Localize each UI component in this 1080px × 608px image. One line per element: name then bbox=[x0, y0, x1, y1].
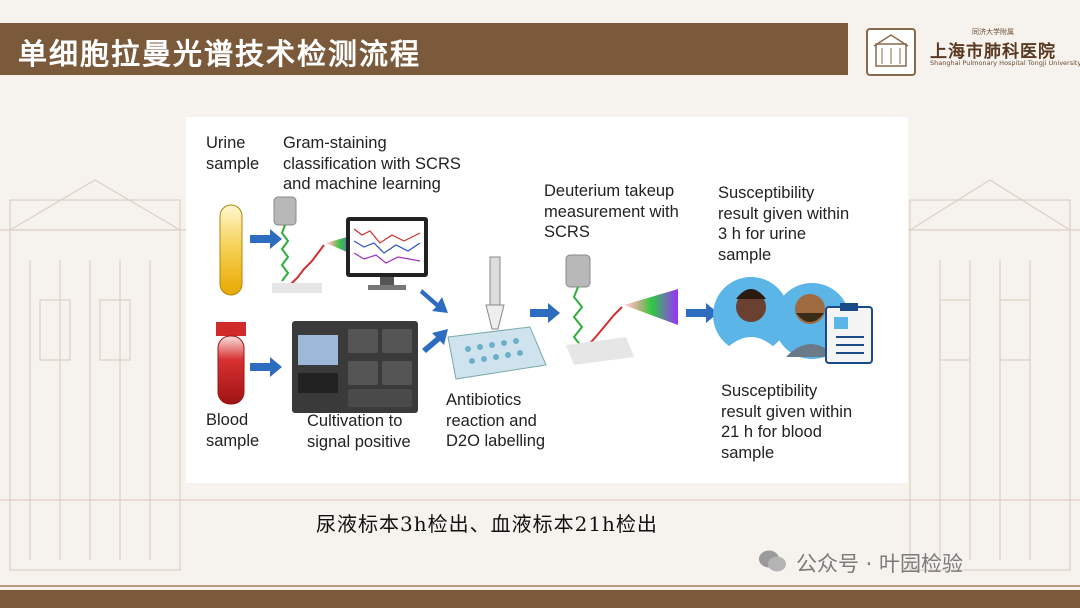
deuterium-raman-icon bbox=[565, 254, 678, 365]
deuterium-label: Deuterium takeup measurement with SCRS bbox=[544, 182, 679, 241]
antibiotics-label: Antibiotics reaction and D2O labelling bbox=[446, 391, 546, 450]
footer-bar bbox=[0, 590, 1080, 608]
hospital-logo: 同济大学附属 上海市肺科医院 Shanghai Pulmonary Hospit… bbox=[862, 26, 1080, 76]
logo-main-text: 上海市肺科医院 bbox=[930, 42, 1056, 62]
doctors-icon bbox=[713, 277, 873, 364]
page-title: 单细胞拉曼光谱技术检测流程 bbox=[18, 37, 422, 71]
gram-staining-label: Gram-staining classification with SCRS a… bbox=[283, 134, 461, 193]
raman-microscope-icon bbox=[272, 196, 354, 293]
urine-result-label: Susceptibility result given within 3 h f… bbox=[718, 184, 850, 264]
blood-tube-icon bbox=[216, 322, 246, 405]
blood-sample-label: Blood sample bbox=[206, 411, 260, 450]
logo-sub-text: Shanghai Pulmonary Hospital Tongji Unive… bbox=[930, 59, 1080, 67]
footer-line bbox=[0, 585, 1080, 587]
hospital-seal-icon bbox=[866, 28, 916, 76]
urine-tube-icon bbox=[219, 204, 243, 296]
urine-sample-label: Urine sample bbox=[206, 134, 260, 173]
blood-culture-machine-icon bbox=[292, 321, 418, 413]
workflow-graphic bbox=[216, 196, 873, 413]
watermark-text: 公众号 · 叶园检验 bbox=[796, 552, 964, 576]
slide-caption: 尿液标本3h检出、血液标本21h检出 bbox=[316, 512, 658, 536]
cultivation-label: Cultivation to signal positive bbox=[307, 412, 411, 451]
pipette-plate-icon bbox=[447, 256, 547, 380]
logo-top-text: 同济大学附属 bbox=[972, 28, 1014, 36]
flow-arrows bbox=[250, 229, 718, 377]
workflow-figure: Urine sample Gram-staining classificatio… bbox=[186, 117, 908, 483]
wechat-icon bbox=[759, 550, 786, 572]
title-bar: 单细胞拉曼光谱技术检测流程 bbox=[0, 23, 848, 75]
spectrum-monitor-icon bbox=[346, 217, 428, 290]
blood-result-label: Susceptibility result given within 21 h … bbox=[721, 382, 853, 462]
